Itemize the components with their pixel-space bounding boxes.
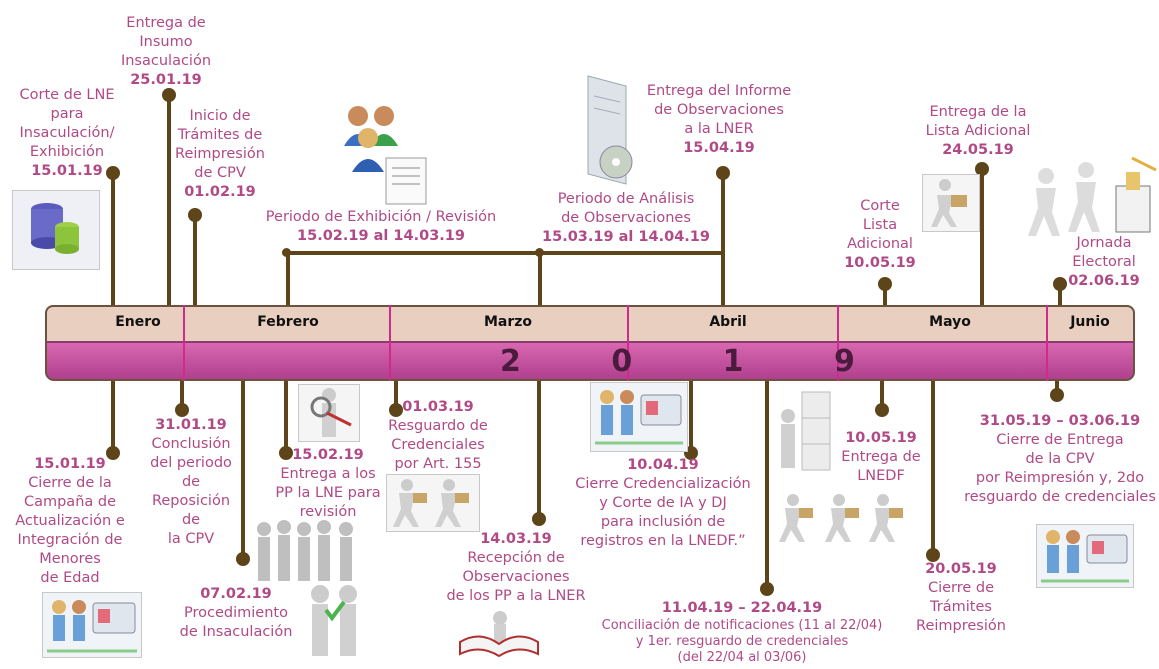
stem	[111, 381, 115, 449]
marker-dot	[535, 248, 544, 257]
month-separator	[837, 305, 839, 381]
stem	[980, 168, 984, 305]
people-check-icon	[300, 580, 370, 660]
runner-boxes-icon	[386, 474, 480, 532]
marker-dot	[760, 582, 774, 596]
marker-dot	[878, 277, 892, 291]
box-stack-icon	[772, 386, 836, 472]
marker-dot	[188, 208, 202, 222]
stem	[883, 283, 887, 305]
stem	[286, 251, 290, 305]
stem	[931, 381, 935, 553]
timeline-band-months	[45, 305, 1135, 343]
timeline-band-year	[45, 341, 1135, 381]
event-conciliacion-notificaciones: 11.04.19 – 22.04.19 Conciliación de noti…	[601, 600, 883, 665]
month-febrero: Febrero	[257, 314, 319, 330]
marker-dot	[926, 548, 940, 562]
month-abril: Abril	[709, 314, 747, 330]
month-separator	[627, 305, 629, 381]
stem	[880, 381, 884, 409]
marker-dot	[875, 403, 889, 417]
marker-dot	[282, 248, 291, 257]
stem	[167, 94, 171, 305]
voter-card-icon	[590, 382, 688, 452]
marker-dot	[716, 166, 730, 180]
month-separator	[389, 305, 391, 381]
period-line	[286, 251, 725, 255]
magnifier-person-icon	[298, 384, 360, 442]
stem	[537, 381, 541, 517]
marker-dot	[279, 446, 293, 460]
marker-dot	[175, 403, 189, 417]
marker-dot	[1053, 277, 1067, 291]
folder-cd-icon	[582, 72, 640, 188]
runner-boxes-icon	[775, 490, 913, 546]
stem	[241, 381, 245, 556]
month-separator	[183, 305, 185, 381]
open-book-icon	[456, 608, 542, 660]
stem	[689, 381, 693, 449]
group-people-icon	[250, 517, 366, 583]
marker-dot	[975, 162, 989, 176]
stem	[1058, 283, 1062, 305]
marker-dot	[106, 166, 120, 180]
stem	[394, 381, 398, 409]
marker-dot	[162, 88, 176, 102]
month-enero: Enero	[115, 314, 161, 330]
runner-box-icon	[922, 174, 980, 232]
stem	[284, 381, 288, 449]
marker-dot	[389, 403, 403, 417]
year-label: 2 0 1 9	[500, 344, 895, 379]
stem	[111, 172, 115, 305]
event-periodo-exhibicion: Periodo de Exhibición / Revisión 15.02.1…	[265, 209, 497, 244]
month-junio: Junio	[1070, 314, 1110, 330]
stem	[721, 172, 725, 305]
voter-card-icon	[1036, 524, 1134, 588]
marker-dot	[106, 446, 120, 460]
stem	[180, 381, 184, 409]
voter-card-icon	[42, 592, 142, 658]
stem	[538, 251, 542, 305]
month-separator	[1046, 305, 1048, 381]
database-icon	[12, 190, 100, 270]
stem	[765, 381, 769, 587]
marker-dot	[1050, 388, 1064, 402]
stem	[193, 214, 197, 305]
runners-ballot-icon	[1020, 152, 1158, 240]
month-marzo: Marzo	[483, 314, 533, 330]
month-mayo: Mayo	[929, 314, 971, 330]
marker-dot	[532, 512, 546, 526]
people-document-icon	[340, 102, 432, 206]
marker-dot	[236, 552, 250, 566]
